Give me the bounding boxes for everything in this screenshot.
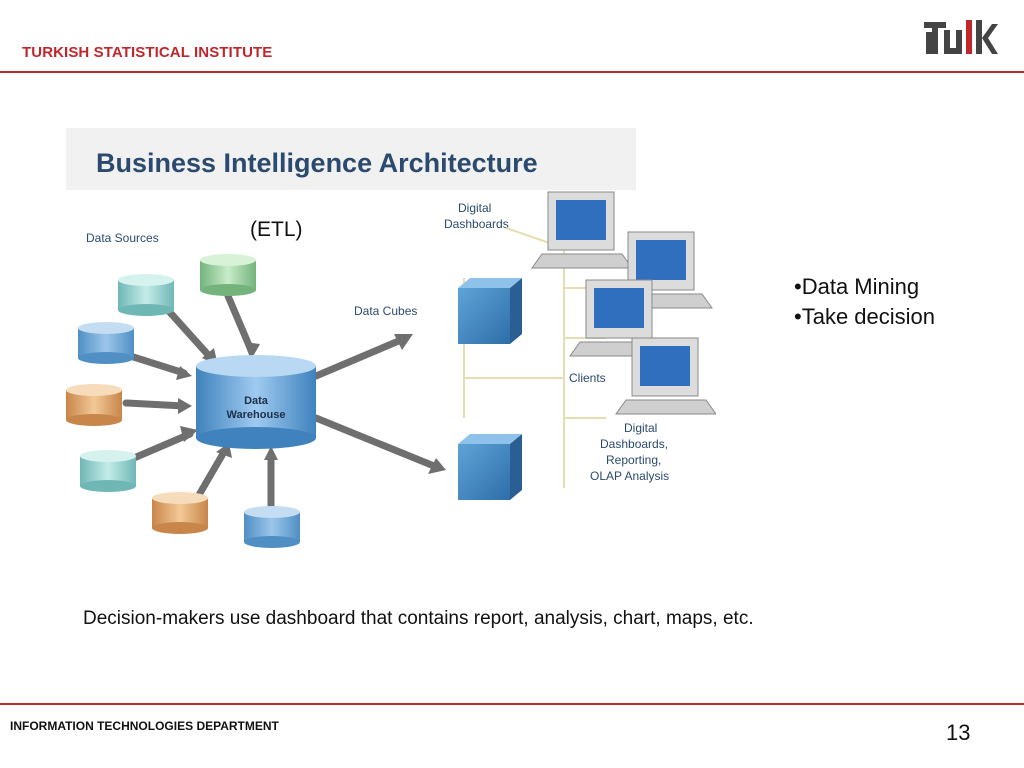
source-db-orange-2	[152, 492, 208, 534]
page-number: 13	[946, 720, 971, 745]
bullet-list: •Data Mining •Take decision	[794, 272, 935, 332]
warehouse-label-2: Warehouse	[227, 409, 286, 421]
source-db-teal-1	[118, 274, 174, 316]
source-db-teal-2	[80, 450, 136, 492]
etl-arrows	[117, 292, 438, 512]
department-name: INFORMATION TECHNOLOGIES DEPARTMENT	[10, 719, 279, 733]
diagram-title: Business Intelligence Architecture	[96, 148, 538, 178]
data-cubes-label: Data Cubes	[354, 304, 417, 318]
source-db-green	[200, 254, 256, 296]
bullet-item: •Take decision	[794, 304, 936, 329]
etl-label: (ETL)	[250, 218, 303, 241]
tuik-logo	[924, 20, 998, 54]
reporting-label-1: Digital	[624, 421, 657, 435]
footer-divider	[0, 703, 1024, 705]
bullet-item: •Data Mining	[794, 274, 920, 299]
warehouse-label-1: Data	[244, 395, 269, 407]
header-divider	[0, 71, 1024, 73]
digital-dashboards-label-1: Digital	[458, 201, 491, 215]
data-warehouse: Data Warehouse	[196, 355, 316, 449]
computer-icon-1	[531, 191, 633, 269]
caption-text: Decision-makers use dashboard that conta…	[83, 608, 754, 629]
reporting-label-2: Dashboards,	[600, 437, 668, 451]
bi-architecture-diagram: Business Intelligence Architecture Data …	[66, 128, 716, 550]
source-db-blue-1	[78, 322, 134, 364]
data-cube-1	[458, 278, 522, 344]
data-cube-2	[458, 434, 522, 500]
clients-label: Clients	[569, 371, 606, 385]
reporting-label-4: OLAP Analysis	[590, 469, 669, 483]
computer-icon-4	[615, 337, 716, 415]
source-db-orange-1	[66, 384, 122, 426]
data-sources-label: Data Sources	[86, 231, 159, 245]
institute-title: TURKISH STATISTICAL INSTITUTE	[22, 44, 273, 61]
digital-dashboards-label-2: Dashboards	[444, 217, 509, 231]
source-db-blue-2	[244, 506, 300, 548]
reporting-label-3: Reporting,	[606, 453, 661, 467]
